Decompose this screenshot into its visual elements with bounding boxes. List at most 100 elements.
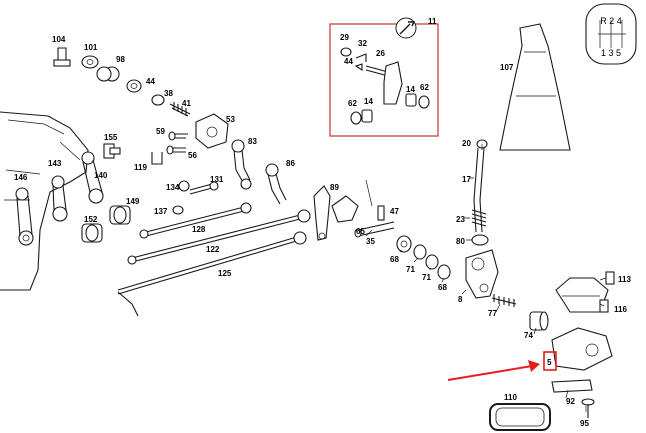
part-47-bolt[interactable]: [377, 205, 385, 221]
part-41-spring[interactable]: [169, 102, 191, 117]
label-41: 41: [182, 99, 191, 108]
shift-pattern-knob: R 2 4 1 3 5: [585, 3, 637, 65]
label-131: 131: [210, 175, 224, 184]
part-107-shift-boot[interactable]: [499, 23, 571, 151]
label-71-b: 71: [422, 273, 431, 282]
part-44-inset-clip[interactable]: [354, 63, 363, 72]
part-89-lever[interactable]: [313, 185, 331, 241]
part-119-clip[interactable]: [151, 152, 163, 165]
label-134: 134: [166, 183, 180, 192]
part-53-block[interactable]: [195, 113, 229, 149]
part-68-washer-a[interactable]: [396, 235, 412, 253]
label-89: 89: [330, 183, 339, 192]
part-143-link[interactable]: [51, 175, 68, 222]
label-95: 95: [580, 419, 589, 428]
label-143: 143: [48, 159, 62, 168]
part-74-bushing[interactable]: [529, 311, 549, 331]
part-29-ring[interactable]: [340, 47, 352, 57]
label-62-a: 62: [348, 99, 357, 108]
label-149: 149: [126, 197, 140, 206]
shift-pattern-bottom: 1 3 5: [601, 48, 621, 58]
part-17-lever[interactable]: [473, 147, 485, 233]
part-71-circlip-a[interactable]: [413, 244, 427, 260]
part-92-plate[interactable]: [551, 379, 593, 393]
label-11: 11: [428, 17, 437, 26]
label-116: 116: [614, 305, 627, 314]
part-23-spring[interactable]: [471, 209, 487, 227]
label-65: 65: [356, 227, 365, 236]
part-104-bolt[interactable]: [53, 47, 71, 67]
part-14-bush-a[interactable]: [361, 109, 373, 123]
part-62-bush-a[interactable]: [350, 111, 362, 125]
part-32-clip[interactable]: [355, 53, 367, 62]
label-80: 80: [456, 237, 465, 246]
label-83: 83: [248, 137, 257, 146]
part-155-pin[interactable]: [103, 143, 121, 159]
part-62-bush-b[interactable]: [418, 95, 430, 109]
label-59: 59: [156, 127, 165, 136]
part-152-bushing[interactable]: [81, 223, 103, 243]
part-59-pin[interactable]: [168, 131, 188, 141]
part-5-selector[interactable]: [551, 327, 613, 371]
label-26: 26: [376, 49, 385, 58]
label-32: 32: [358, 39, 367, 48]
label-98: 98: [116, 55, 125, 64]
label-113: 113: [618, 275, 631, 284]
part-146-link[interactable]: [15, 187, 34, 246]
part-71-circlip-b[interactable]: [425, 254, 439, 270]
part-113-bolt[interactable]: [605, 271, 615, 285]
label-110: 110: [504, 393, 517, 402]
label-5: 5: [547, 358, 552, 367]
part-65-plate[interactable]: [331, 195, 359, 223]
label-44-b: 44: [344, 57, 353, 66]
label-47: 47: [390, 207, 399, 216]
label-14-b: 14: [406, 85, 415, 94]
label-68-a: 68: [390, 255, 399, 264]
leader-lines: [365, 144, 607, 412]
part-labels: 104 101 98 44 38 41 53 155 59 83 143 56 …: [14, 17, 631, 428]
part-113-bracket[interactable]: [555, 277, 609, 313]
part-8-housing[interactable]: [465, 249, 499, 299]
part-131-rod-end[interactable]: [189, 181, 219, 195]
label-104: 104: [52, 35, 66, 44]
part-134-nut[interactable]: [178, 180, 190, 192]
part-86-lever[interactable]: [265, 163, 287, 205]
part-14-bush-b[interactable]: [405, 93, 417, 107]
label-44: 44: [146, 77, 155, 86]
part-68-washer-b[interactable]: [437, 264, 451, 280]
part-101-washer[interactable]: [81, 55, 99, 69]
part-80-washer[interactable]: [471, 234, 489, 246]
shift-pattern-top: R 2 4: [600, 16, 622, 26]
part-56-bolt[interactable]: [166, 145, 186, 155]
part-77-spring[interactable]: [491, 294, 517, 307]
part-95-screw[interactable]: [581, 398, 595, 418]
part-83-lever[interactable]: [231, 139, 252, 190]
label-155: 155: [104, 133, 118, 142]
part-35-shaft[interactable]: [354, 221, 395, 238]
label-20: 20: [462, 139, 471, 148]
part-140-link[interactable]: [81, 151, 104, 204]
part-125-rod[interactable]: [117, 231, 307, 317]
part-128-rod[interactable]: [139, 202, 252, 239]
label-119: 119: [134, 163, 147, 172]
label-137: 137: [154, 207, 168, 216]
part-98-bushing[interactable]: [96, 66, 120, 82]
label-8: 8: [458, 295, 463, 304]
label-53: 53: [226, 115, 235, 124]
label-92: 92: [566, 397, 575, 406]
label-38: 38: [164, 89, 173, 98]
part-44-washer[interactable]: [126, 79, 142, 93]
label-86: 86: [286, 159, 295, 168]
part-122-rod[interactable]: [127, 209, 311, 265]
label-71-a: 71: [406, 265, 415, 274]
part-149-bushing[interactable]: [109, 205, 131, 225]
highlight-arrow: [447, 360, 540, 381]
part-inset-lever[interactable]: [383, 61, 403, 105]
part-110-frame[interactable]: [489, 403, 551, 431]
label-107: 107: [500, 63, 514, 72]
part-38-washer[interactable]: [151, 94, 165, 106]
label-74: 74: [524, 331, 533, 340]
part-137-washer[interactable]: [172, 205, 184, 215]
label-122: 122: [206, 245, 220, 254]
